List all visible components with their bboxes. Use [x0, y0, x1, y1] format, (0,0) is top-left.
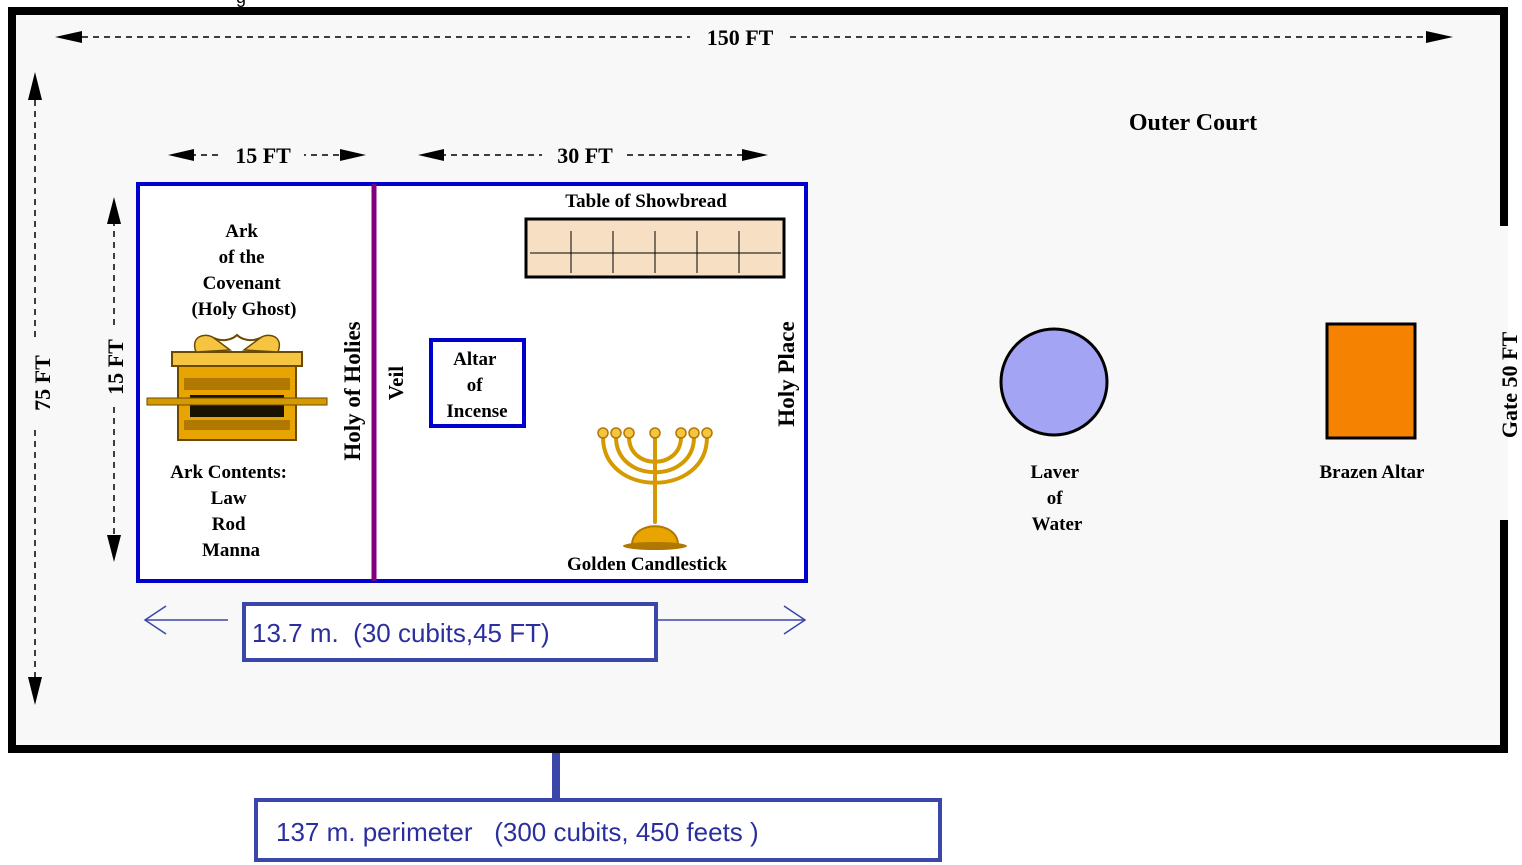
outer-court-label: Outer Court: [1129, 110, 1257, 136]
holy-of-holies-label: Holy of Holies: [340, 321, 365, 460]
laver-label-line: Laver: [1031, 462, 1080, 483]
tabernacle-length-box: [242, 602, 658, 662]
ark-contents-line: Law: [211, 488, 247, 509]
veil-label: Veil: [384, 366, 408, 400]
ark-title-line: Ark: [225, 221, 258, 242]
arrow-left-icon: [143, 605, 167, 635]
perimeter-text: 137 m. perimeter (300 cubits, 450 feets …: [276, 817, 759, 847]
arrow-right-icon: [340, 149, 366, 161]
hoh-width-label: 15 FT: [235, 143, 291, 168]
candlestick-flames: [597, 427, 713, 439]
laver-of-water: [999, 327, 1109, 437]
laver-label-line: Water: [1032, 514, 1083, 535]
ark-contents: Ark Contents: Law Rod Manna: [170, 462, 291, 561]
golden-candlestick-icon: [601, 435, 709, 550]
holy-place-width-label: 30 FT: [557, 143, 613, 168]
ark-title-line: of the: [219, 247, 265, 268]
top-caption: g: [236, 0, 246, 7]
ark-title-line: (Holy Ghost): [191, 299, 296, 320]
arrow-left-icon: [55, 31, 82, 43]
arrow-right-icon: [1426, 31, 1453, 43]
gate-label: Gate 50 FT: [1497, 332, 1522, 439]
width-label: 75 FT: [30, 355, 55, 411]
table-of-showbread-label: Table of Showbread: [565, 191, 727, 212]
arrow-left-icon: [168, 149, 194, 161]
ark-title: Ark of the Covenant (Holy Ghost): [191, 221, 296, 320]
altar-of-incense-line: Incense: [446, 401, 507, 422]
altar-of-incense: [429, 338, 526, 428]
outer-court-wall: [8, 7, 1508, 753]
arrow-right-icon: [783, 605, 807, 635]
altar-of-incense-label: Altar of Incense: [446, 349, 507, 422]
ark-of-covenant-icon: [146, 333, 328, 441]
laver-label: Laver of Water: [1031, 462, 1084, 535]
arrow-right-icon: [742, 149, 768, 161]
brazen-altar-label: Brazen Altar: [1319, 462, 1425, 483]
arrow-down-icon: [28, 677, 42, 705]
arrow-up-icon: [107, 197, 121, 224]
hoh-height-label: 15 FT: [103, 339, 128, 395]
golden-candlestick-label: Golden Candlestick: [567, 554, 727, 575]
arrow-up-icon: [28, 72, 42, 100]
arrow-down-icon: [107, 535, 121, 562]
perimeter-box: [254, 798, 942, 862]
tabernacle-length-text: 13.7 m. (30 cubits,45 FT): [252, 618, 550, 648]
ark-contents-line: Manna: [202, 540, 261, 561]
arrow-left-icon: [418, 149, 444, 161]
ark-title-line: Covenant: [203, 273, 282, 294]
brazen-altar: [1325, 322, 1417, 440]
laver-label-line: of: [1047, 488, 1064, 509]
ark-contents-line: Rod: [212, 514, 246, 535]
table-of-showbread: [524, 217, 786, 279]
holy-place-label: Holy Place: [774, 321, 799, 426]
altar-of-incense-line: Altar: [453, 349, 497, 370]
altar-of-incense-line: of: [467, 375, 484, 396]
length-label: 150 FT: [707, 25, 774, 50]
ark-contents-line: Ark Contents:: [170, 462, 287, 483]
